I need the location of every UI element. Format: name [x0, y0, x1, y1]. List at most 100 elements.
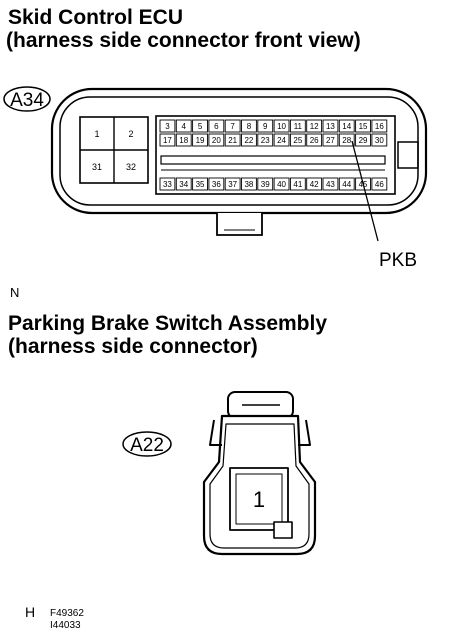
a34-terminal-cell-3 [159, 119, 176, 133]
a34-terminal-41: 41 [293, 180, 302, 189]
a34-terminal-12: 12 [310, 122, 319, 131]
a34-terminal-42: 42 [310, 180, 319, 189]
a34-terminal-10: 10 [277, 122, 286, 131]
a34-terminal-38: 38 [244, 180, 253, 189]
a34-terminal-9: 9 [263, 122, 268, 131]
a34-terminal-18: 18 [179, 136, 188, 145]
a34-terminal-cell-30 [371, 133, 388, 147]
a34-terminal-cell-9 [257, 119, 274, 133]
ecu-title-line2: (harness side connector front view) [6, 29, 361, 52]
a34-terminal-44: 44 [342, 180, 351, 189]
a34-terminal-cell-44 [338, 177, 355, 191]
a34-terminal-cell-7 [224, 119, 241, 133]
figure-code-2: I44033 [50, 620, 81, 631]
figure-code-1: F49362 [50, 608, 84, 619]
a34-terminal-cell-38 [241, 177, 257, 191]
a34-terminal-cell-13 [322, 119, 339, 133]
a34-terminal-7: 7 [230, 122, 235, 131]
a34-terminal-20: 20 [212, 136, 221, 145]
switch-title-line2: (harness side connector) [8, 335, 258, 358]
a34-terminal-cell-12 [306, 119, 323, 133]
a34-terminal-cell-10 [273, 119, 290, 133]
a34-terminal-cell-25 [289, 133, 306, 147]
switch-title-line1: Parking Brake Switch Assembly [8, 312, 328, 335]
a34-tag-label: A34 [10, 90, 44, 111]
a34-terminal-14: 14 [342, 122, 351, 131]
a34-terminal-13: 13 [326, 122, 335, 131]
a34-terminal-cell-40 [273, 177, 290, 191]
a34-terminal-24: 24 [277, 136, 286, 145]
marker-h: H [25, 604, 36, 620]
a34-terminal-22: 22 [244, 136, 253, 145]
a34-side-latch [397, 141, 419, 169]
a34-terminal-cell-28 [338, 133, 355, 147]
a34-terminal-39: 39 [261, 180, 270, 189]
a34-terminal-1: 1 [94, 129, 99, 139]
a34-terminal-17: 17 [163, 136, 172, 145]
a34-terminal-cell-24 [273, 133, 290, 147]
a22-connector [202, 391, 317, 556]
ecu-title-line1: Skid Control ECU [8, 6, 184, 29]
a34-terminal-27: 27 [326, 136, 335, 145]
a34-terminal-cell-20 [208, 133, 225, 147]
a34-terminal-8: 8 [247, 122, 252, 131]
a34-terminal-cell-11 [289, 119, 306, 133]
a34-terminal-cell-45 [355, 177, 371, 191]
a34-terminal-cell-4 [175, 119, 192, 133]
a34-terminal-cell-16 [371, 119, 388, 133]
a34-terminal-cell-5 [192, 119, 208, 133]
a34-terminal-32: 32 [126, 162, 136, 172]
a34-terminal-cell-23 [257, 133, 274, 147]
a34-terminal-19: 19 [196, 136, 205, 145]
a34-terminal-cell-22 [241, 133, 257, 147]
a34-terminal-cell-21 [224, 133, 241, 147]
a34-terminal-43: 43 [326, 180, 335, 189]
a34-terminal-cell-19 [192, 133, 208, 147]
a34-connector [50, 87, 428, 236]
a34-terminal-cell-41 [289, 177, 306, 191]
a34-bottom-tab [216, 213, 263, 236]
a22-left-wing [209, 419, 222, 446]
a34-terminal-6: 6 [214, 122, 219, 131]
a22-body [202, 414, 317, 556]
a34-terminal-cell-42 [306, 177, 323, 191]
a34-terminal-cell-46 [371, 177, 388, 191]
a34-terminal-30: 30 [375, 136, 384, 145]
a34-terminal-cell-8 [241, 119, 257, 133]
a34-terminal-cell-27 [322, 133, 339, 147]
a22-tag-oval [122, 431, 172, 457]
a34-terminal-cell-17 [159, 133, 176, 147]
a34-terminal-5: 5 [198, 122, 203, 131]
a34-terminal-35: 35 [196, 180, 205, 189]
a34-terminal-cell-18 [175, 133, 192, 147]
a34-terminal-cell-35 [192, 177, 208, 191]
a34-terminal-cell-15 [355, 119, 371, 133]
a34-keyway [160, 155, 386, 165]
a34-terminal-25: 25 [293, 136, 302, 145]
a34-terminal-cell-26 [306, 133, 323, 147]
a34-terminal-37: 37 [228, 180, 237, 189]
a34-terminal-3: 3 [165, 122, 170, 131]
a34-terminal-11: 11 [294, 122, 303, 131]
a34-terminal-cell-34 [175, 177, 192, 191]
a34-terminal-cell-33 [159, 177, 176, 191]
a22-tag-label: A22 [130, 435, 164, 456]
a34-terminal-28: 28 [342, 136, 351, 145]
a34-terminal-cell-29 [355, 133, 371, 147]
pkb-label: PKB [379, 250, 417, 271]
a34-terminal-grid [155, 115, 396, 195]
a34-terminal-40: 40 [277, 180, 286, 189]
a34-terminal-cell-39 [257, 177, 274, 191]
pkb-leader-line [351, 140, 379, 242]
a22-terminal-cavity [229, 467, 289, 531]
a34-terminal-23: 23 [261, 136, 270, 145]
a34-terminal-cell-6 [208, 119, 225, 133]
marker-n: N [10, 285, 20, 300]
a34-terminal-cell-36 [208, 177, 225, 191]
a34-terminal-15: 15 [359, 122, 368, 131]
a34-terminal-2: 2 [128, 129, 133, 139]
a34-terminal-36: 36 [212, 180, 221, 189]
a34-terminal-46: 46 [375, 180, 384, 189]
a22-terminal-latch [273, 521, 293, 539]
